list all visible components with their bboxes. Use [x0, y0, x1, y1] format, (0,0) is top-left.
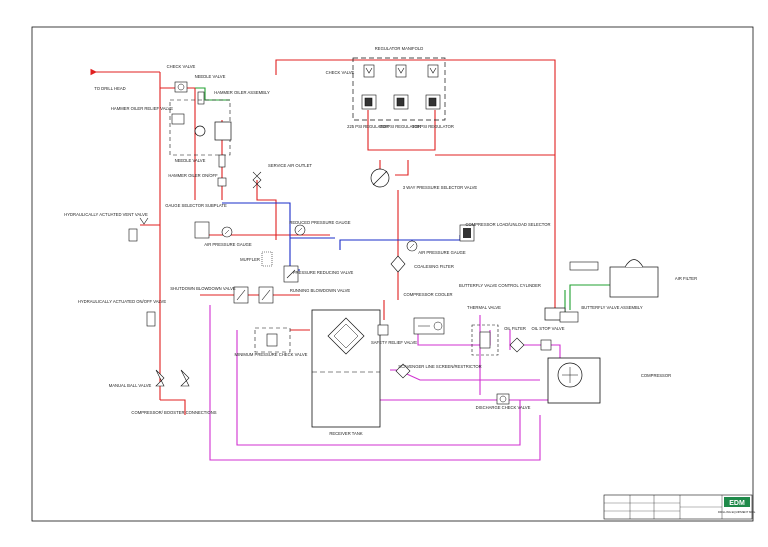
- hammer-oiler-onoff: [217, 177, 227, 187]
- air-line-service-outlet: [256, 180, 277, 240]
- control-line-load-selector: [339, 235, 461, 250]
- check-valve-top: [174, 81, 188, 93]
- label-shutdown-blowdown: SHUTDOWN BLOWDOWN VALVE: [170, 286, 236, 291]
- manual-ball-valve-2: [180, 369, 190, 387]
- label-reg-500: 500 PSI REGULATOR: [412, 124, 454, 129]
- air-filter-body: [609, 266, 659, 298]
- drawing-border: [31, 26, 754, 522]
- hydraulic-lines: [195, 87, 610, 320]
- hammer-oiler-relief: [171, 113, 185, 125]
- air-filter-indicator: [569, 261, 599, 271]
- label-running-blowdown: RUNNING BLOWDOWN VALVE: [290, 288, 351, 293]
- air-lines: [90, 59, 556, 415]
- label-safety-relief-valve: SAFETY RELIEF VALVE: [371, 340, 417, 345]
- control-line-service-air: [222, 202, 291, 270]
- discharge-check-valve: [496, 393, 510, 405]
- air-line-top-manifold: [275, 59, 556, 308]
- hydraulic-vent-valve: [128, 228, 138, 242]
- oil-stop-valve: [540, 339, 552, 351]
- hammer-oiler-tank: [214, 121, 232, 141]
- label-hammer-oiler-onoff: HAMMER OILER ON/OFF: [168, 173, 218, 178]
- label-receiver-tank: RECEIVER TANK: [329, 431, 363, 436]
- label-needle-valve-mid: NEEDLE VALVE: [175, 158, 206, 163]
- thermal-valve: [471, 324, 499, 356]
- check-valve-350: [395, 64, 407, 78]
- butterfly-valve-assembly: [559, 311, 579, 323]
- needle-valve-mid: [218, 154, 226, 168]
- label-check-valve-top: CHECK VALVE: [167, 64, 196, 69]
- label-to-drill-head: TO DRILL HEAD: [94, 86, 125, 91]
- label-compressor-cooler: COMPRESSOR COOLER: [403, 292, 452, 297]
- label-oil-stop-valve: OIL STOP VALVE: [531, 326, 564, 331]
- service-air-outlet-symbol: [252, 171, 262, 189]
- label-butterfly-cylinder: BUTTERFLY VALVE CONTROL CYLINDER: [459, 283, 541, 288]
- pressure-regulators: [361, 94, 441, 110]
- oil-line-left-loop: [209, 305, 541, 461]
- receiver-separator-element: [327, 317, 365, 355]
- label-air-pressure-gauge-left: AIR PRESSURE GAUGE: [204, 242, 252, 247]
- safety-relief-valve: [377, 324, 389, 336]
- label-hammer-oiler-assembly: HAMMER OILER ASSEMBLY: [214, 90, 270, 95]
- label-minimum-pressure-check: MINIMUM PRESSURE CHECK VALVE: [235, 352, 308, 357]
- label-gauge-selector: GAUGE SELECTOR SUBPLATE: [165, 203, 227, 208]
- component-labels: REGULATOR MANIFOLD CHECK VALVE CHECK VAL…: [64, 46, 697, 436]
- hammer-oiler-pump: [194, 125, 206, 137]
- label-butterfly-assembly: BUTTERFLY VALVE ASSEMBLY: [581, 305, 642, 310]
- title-block: EDM DRILLING EQUIPMENT MFG.: [603, 494, 756, 520]
- label-hydraulic-vent-valve: HYDRAULICALLY ACTUATED VENT VALVE: [64, 212, 148, 217]
- label-reg-350: 350 PSI REGULATOR: [379, 124, 421, 129]
- manual-ball-valve-1: [155, 369, 165, 387]
- air-line-bottom-left: [160, 399, 186, 415]
- oil-filter: [509, 337, 525, 353]
- air-line-manifold-down-1: [367, 110, 436, 151]
- label-discharge-check-valve: DISCHARGE CHECK VALVE: [476, 405, 531, 410]
- air-line-check-valve-top: [160, 87, 196, 200]
- label-reduced-pressure-gauge: REDUCED PRESSURE GAUGE: [289, 220, 350, 225]
- muffler: [261, 251, 273, 267]
- label-compressor-booster: COMPRESSOR/ BOOSTER CONNECTIONS: [131, 410, 216, 415]
- hydraulic-onoff-valve: [146, 311, 156, 327]
- needle-valve-top: [197, 91, 205, 105]
- scavenger-line-restrictor: [395, 363, 411, 379]
- manifold-check-valves: [363, 64, 439, 78]
- company-logo-text: EDM: [729, 500, 745, 507]
- label-pressure-reducing-valve: PRESSURE REDUCING VALVE: [293, 270, 354, 275]
- hydraulic-line-oiler: [195, 87, 230, 101]
- oil-line-scavenger: [390, 369, 540, 381]
- label-hammer-oiler-relief: HAMMER OILER RELIEF VALVE: [111, 106, 173, 111]
- label-regulator-manifold: REGULATOR MANIFOLD: [375, 46, 423, 51]
- hydraulic-line-butterfly: [569, 284, 610, 310]
- oil-lines: [209, 305, 585, 461]
- label-hydraulic-onoff-valve: HYDRAULICALLY ACTUATED ON/OFF VALVE: [78, 299, 166, 304]
- label-air-filter: AIR FILTER: [675, 276, 697, 281]
- coalesing-filter: [390, 255, 406, 273]
- label-scavenger-line: SCAVENGER LINE SCREEN/RESTRICTOR: [398, 364, 481, 369]
- company-logo: [724, 497, 750, 507]
- label-reg-225: 225 PSI REGULATOR: [347, 124, 389, 129]
- label-three-way-selector: 3 WAY PRESSURE SELECTOR VALVE: [403, 185, 478, 190]
- label-service-air-outlet: SERVICE AIR OUTLET: [268, 163, 312, 168]
- label-oil-filter: OIL FILTER: [504, 326, 526, 331]
- gauge-selector-subplate: [194, 221, 210, 239]
- label-muffler: MUFFLER: [240, 257, 260, 262]
- check-valve-225: [363, 64, 375, 78]
- label-check-valve-manifold: CHECK VALVE: [326, 70, 355, 75]
- minimum-pressure-check-box: [254, 327, 291, 353]
- check-valve-500: [427, 64, 439, 78]
- label-coalesing-filter: COALESING FILTER: [414, 264, 454, 269]
- label-compressor-load-unload: COMPRESSOR LOAD/UNLOAD SELECTOR: [465, 222, 550, 227]
- label-air-pressure-gauge-right: AIR PRESSURE GAUGE: [418, 250, 466, 255]
- label-compressor: COMPRESSOR: [641, 373, 671, 378]
- oil-line-bottom: [236, 330, 521, 446]
- regulator-manifold-box: [352, 57, 446, 121]
- label-manual-ball-valve: MANUAL BALL VALVE: [109, 383, 152, 388]
- label-thermal-valve: THERMAL VALVE: [467, 305, 501, 310]
- label-needle-valve-top: NEEDLE VALVE: [195, 74, 226, 79]
- air-line-selector-right: [395, 160, 409, 176]
- company-name: DRILLING EQUIPMENT MFG.: [718, 510, 756, 514]
